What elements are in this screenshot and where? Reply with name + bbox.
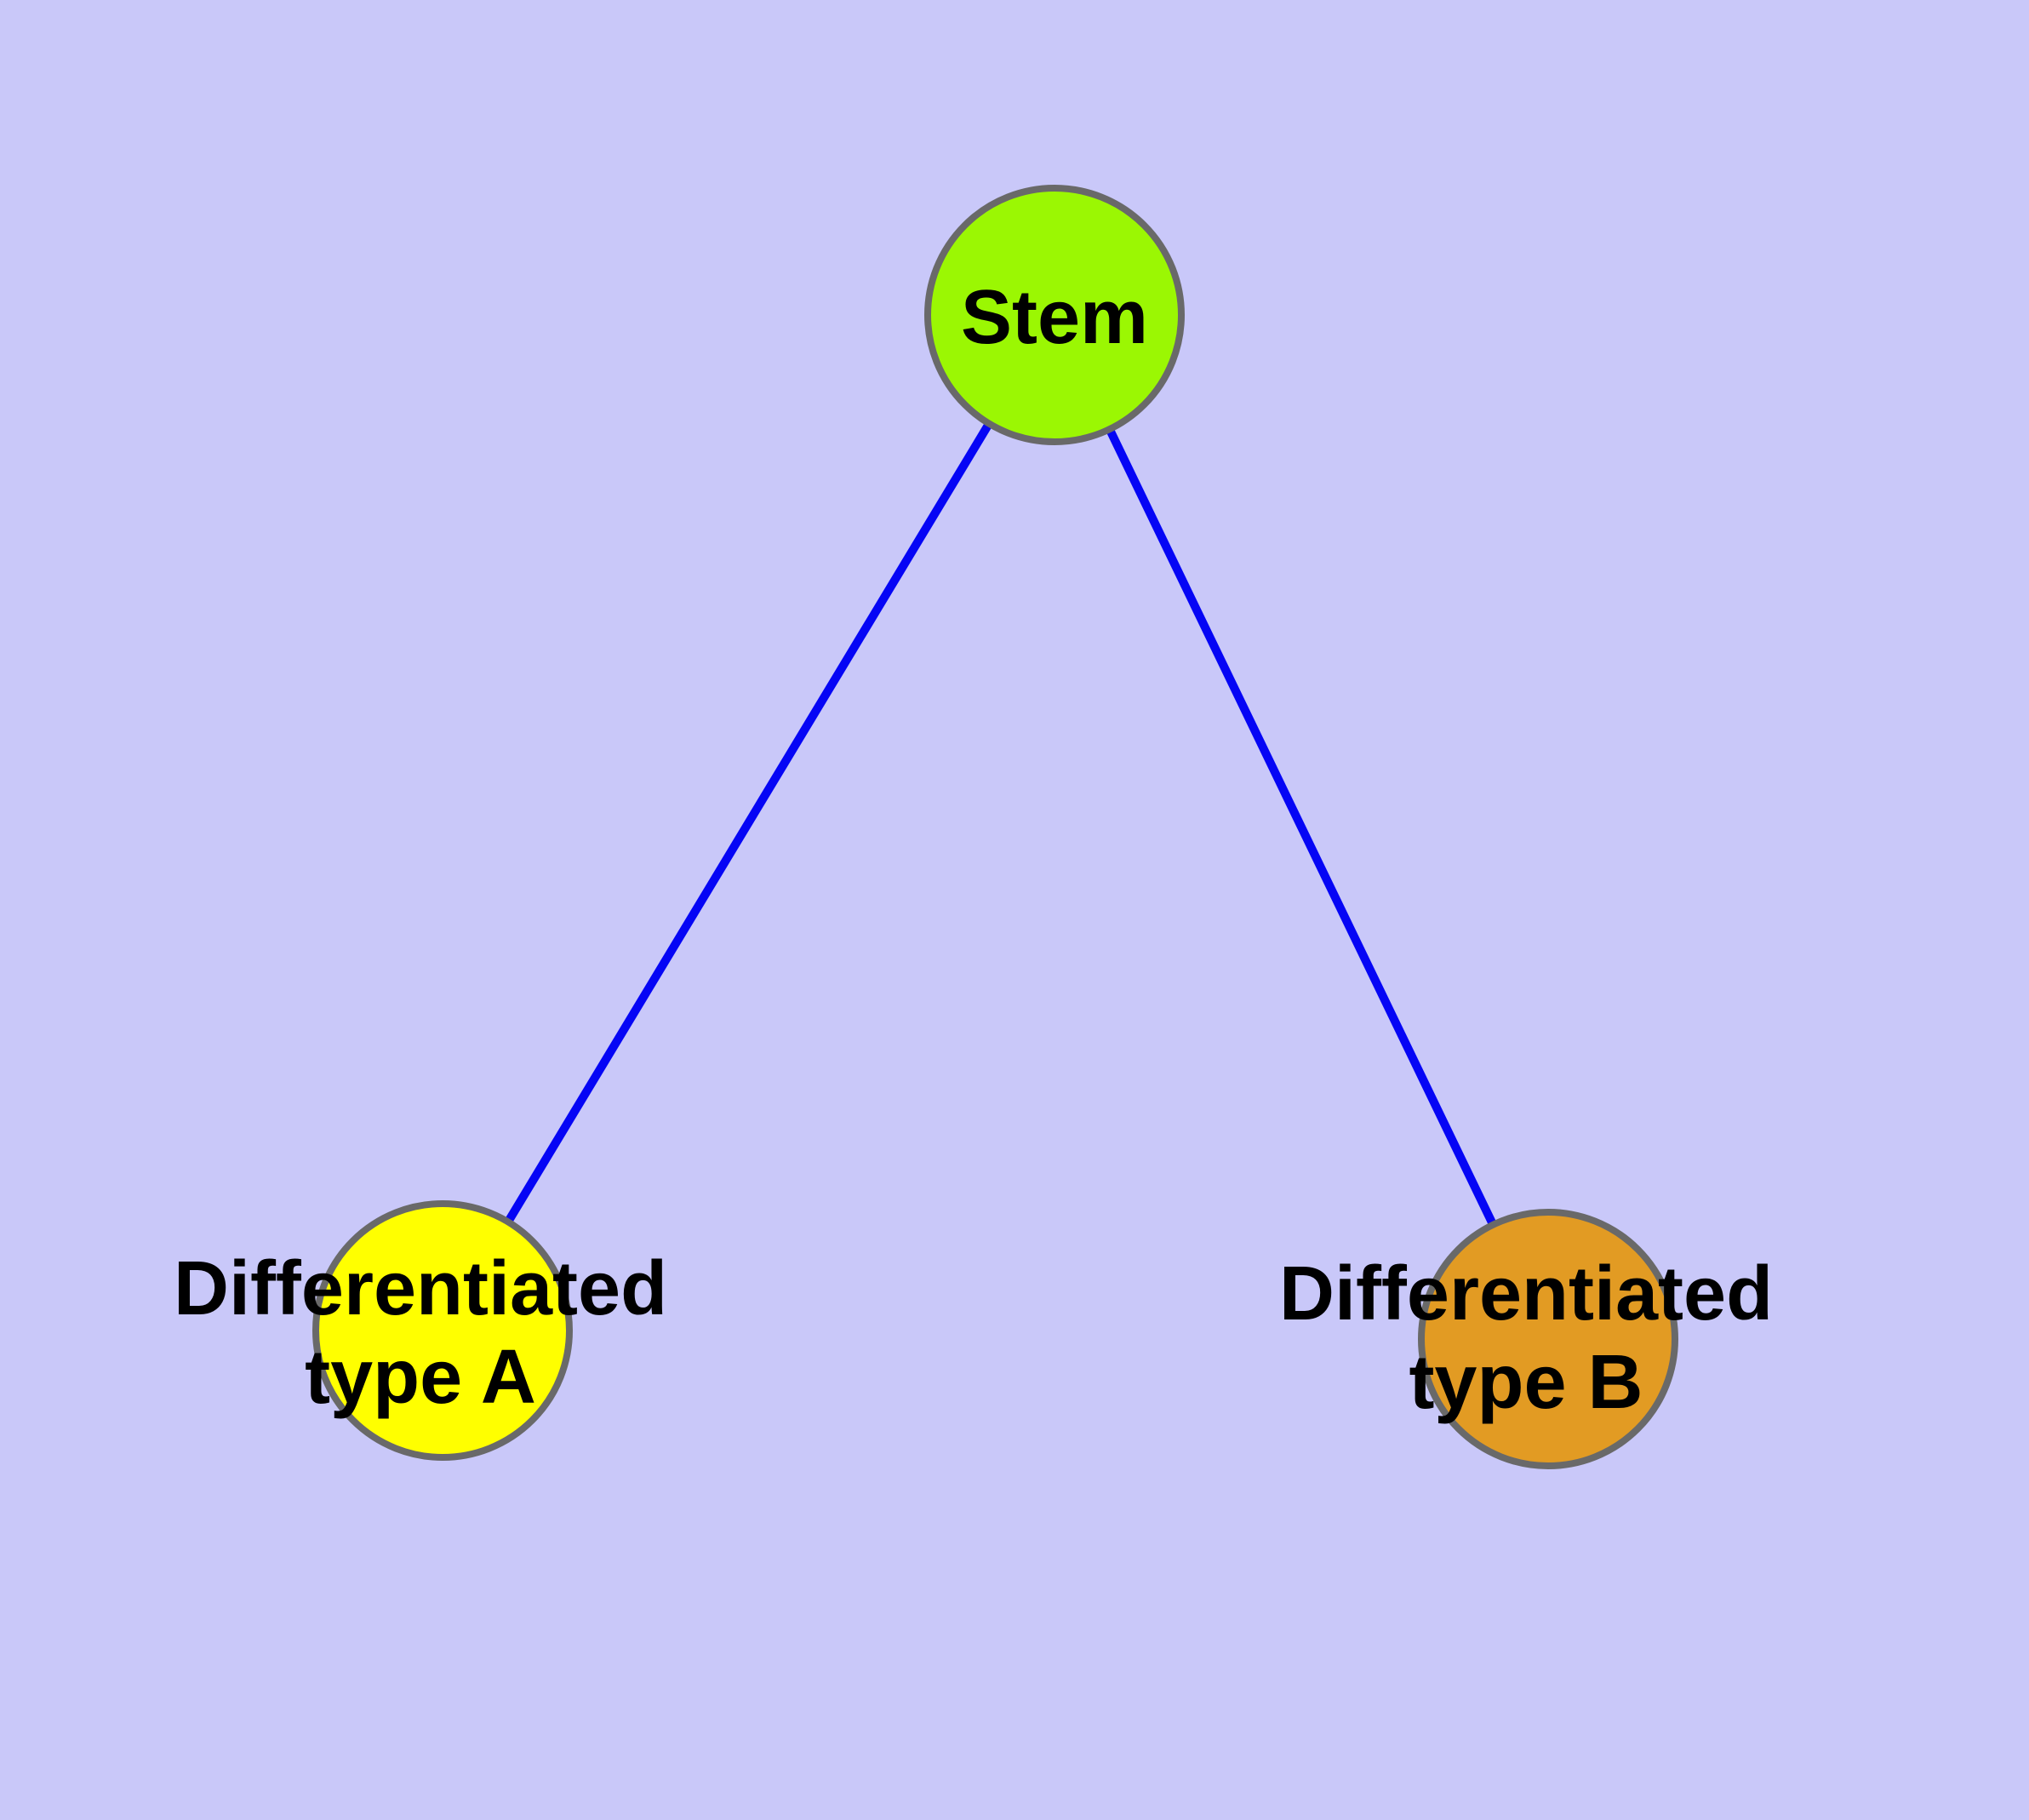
node-stem-circle xyxy=(924,185,1185,445)
node-type-a-circle xyxy=(312,1200,573,1461)
node-type-b-circle xyxy=(1418,1209,1678,1469)
edge-stem-to-type-a xyxy=(438,312,1059,1333)
edge-stem-to-type-b xyxy=(1050,312,1552,1342)
